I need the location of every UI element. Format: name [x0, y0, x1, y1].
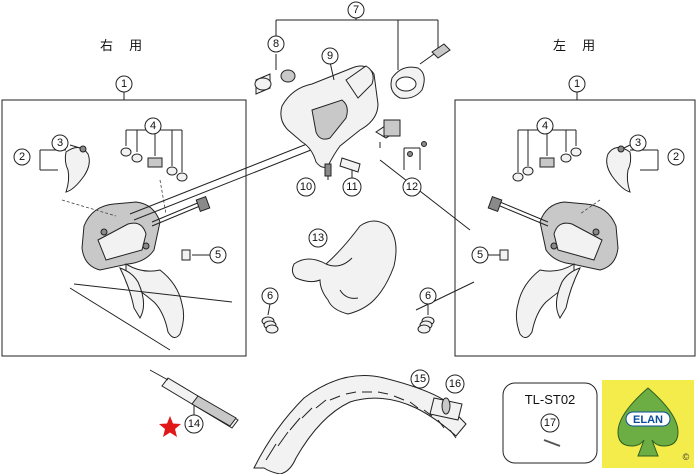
return-spring-part — [417, 304, 435, 334]
svg-text:7: 7 — [353, 4, 359, 16]
bushing-part — [280, 69, 296, 83]
svg-text:3: 3 — [635, 137, 641, 149]
callout-15: 15 — [410, 369, 430, 389]
screw-part — [79, 145, 87, 153]
washer-set — [512, 129, 582, 182]
callout-2b: 2 — [667, 148, 685, 166]
callout-6b: 6 — [419, 287, 437, 305]
callout-6a: 6 — [261, 287, 279, 305]
logo-text: ELAN — [633, 414, 663, 426]
svg-text:17: 17 — [544, 417, 556, 429]
small-bracket-part — [181, 249, 191, 261]
bracket-cover-part — [606, 147, 632, 193]
svg-text:1: 1 — [574, 78, 580, 90]
copyright-mark: © — [683, 452, 690, 462]
tool-tl-st02 — [149, 369, 239, 429]
left-lever-assembly-panel — [417, 92, 696, 357]
right-lever-assembly-panel — [1, 92, 279, 357]
svg-text:11: 11 — [346, 181, 357, 193]
elan-logo: ELAN © — [602, 380, 694, 468]
callout-14: 14 — [184, 414, 204, 434]
svg-text:6: 6 — [267, 290, 273, 302]
svg-text:15: 15 — [414, 373, 426, 385]
svg-text:4: 4 — [150, 120, 156, 132]
svg-text:5: 5 — [215, 249, 221, 261]
callout-12: 12 — [402, 177, 422, 197]
return-spring-part — [261, 303, 279, 334]
svg-text:14: 14 — [188, 418, 200, 430]
shift-lever-body — [81, 201, 185, 338]
svg-text:6: 6 — [425, 290, 431, 302]
svg-text:4: 4 — [542, 120, 548, 132]
callout-3b: 3 — [629, 134, 647, 152]
red-star-icon — [159, 416, 181, 437]
clamp-bolt-part — [431, 43, 451, 59]
right-side-label: 右 用 — [100, 39, 148, 54]
callout-1a: 1 — [115, 75, 133, 93]
svg-text:10: 10 — [300, 181, 312, 193]
svg-text:2: 2 — [19, 151, 25, 163]
callout-4a: 4 — [144, 117, 162, 135]
svg-text:1: 1 — [121, 78, 127, 90]
callout-10: 10 — [296, 177, 316, 197]
callout-17: 17 — [540, 413, 560, 433]
svg-text:13: 13 — [312, 232, 324, 244]
small-bracket-part — [499, 249, 509, 261]
rubber-hood-part — [291, 220, 397, 315]
callout-3a: 3 — [51, 134, 69, 152]
left-side-label: 左 用 — [553, 39, 601, 54]
tool-name-label: TL-ST02 — [525, 392, 576, 407]
svg-text:2: 2 — [673, 151, 679, 163]
callout-16: 16 — [445, 374, 465, 394]
svg-text:3: 3 — [57, 137, 63, 149]
central-bracket-assembly — [254, 10, 451, 180]
bracket-cover-part — [64, 147, 90, 193]
svg-text:8: 8 — [273, 38, 279, 50]
svg-text:12: 12 — [406, 181, 418, 193]
callout-9: 9 — [321, 47, 339, 65]
callout-5a: 5 — [209, 246, 227, 264]
callout-4b: 4 — [536, 117, 554, 135]
cable-housing-part — [253, 375, 467, 474]
shift-lever-body — [515, 201, 619, 338]
svg-text:5: 5 — [477, 249, 483, 261]
callout-13: 13 — [308, 228, 328, 248]
callout-1b: 1 — [568, 75, 586, 93]
svg-text:9: 9 — [327, 50, 333, 62]
callout-5b: 5 — [471, 246, 489, 264]
screw-part — [324, 163, 332, 177]
callout-8: 8 — [267, 35, 285, 53]
pivot-pin-part — [339, 157, 361, 173]
screw-part — [617, 145, 625, 153]
washer-set — [120, 129, 188, 182]
svg-text:16: 16 — [449, 378, 461, 390]
callout-7: 7 — [347, 1, 365, 19]
callout-11: 11 — [342, 177, 362, 197]
callout-2a: 2 — [13, 148, 31, 166]
